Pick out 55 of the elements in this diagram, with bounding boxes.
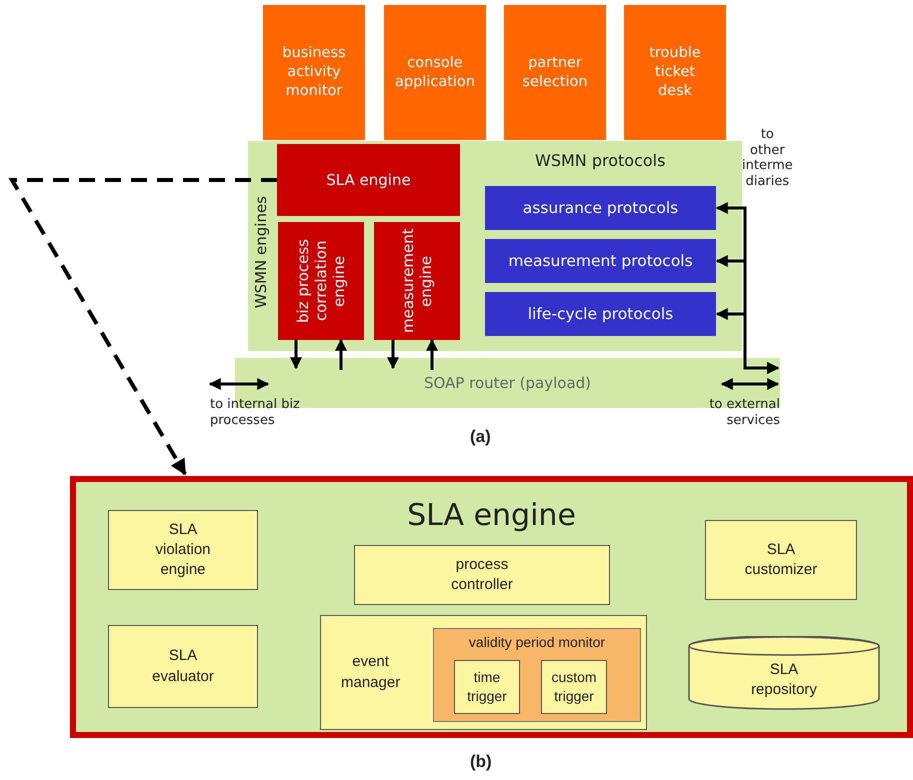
panel-caption: (b) xyxy=(470,752,492,772)
database-cylinder xyxy=(688,636,880,710)
component-box xyxy=(320,615,647,730)
component-box xyxy=(354,545,610,605)
application-box xyxy=(504,5,606,140)
box-label: SLA customizer xyxy=(744,540,818,580)
panel-title: SLA engine xyxy=(407,498,576,533)
component-panel xyxy=(248,141,742,351)
box-label: trouble ticket desk xyxy=(649,44,701,101)
engine-box xyxy=(278,222,364,340)
arrow xyxy=(426,338,438,370)
arrow xyxy=(335,338,347,370)
box-label: SLA evaluator xyxy=(152,646,214,686)
box-label: life-cycle protocols xyxy=(528,305,674,323)
note-text: to other interme diaries xyxy=(742,127,793,190)
side-title: WSMN engines xyxy=(252,196,270,308)
component-box xyxy=(705,520,857,600)
note-text: to internal biz processes xyxy=(210,397,300,428)
application-box xyxy=(384,5,486,140)
engine-box xyxy=(374,222,460,340)
arrow xyxy=(290,340,302,370)
monitor-box xyxy=(433,628,641,722)
engine-box xyxy=(277,144,460,216)
box-label: event manager xyxy=(341,652,400,692)
protocol-box xyxy=(485,292,716,336)
box-label: SLA engine xyxy=(326,171,411,189)
note-text: to external services xyxy=(708,397,780,428)
box-label: console application xyxy=(395,54,475,92)
trigger-box xyxy=(541,660,607,714)
box-label: SOAP router (payload) xyxy=(424,374,592,392)
application-box xyxy=(624,5,726,140)
application-box xyxy=(263,5,365,140)
box-label: biz process correlation engine xyxy=(294,238,348,325)
box-label: process controller xyxy=(451,554,513,595)
arrow xyxy=(387,340,399,370)
box-label: validity period monitor xyxy=(468,633,606,652)
box-label: measurement engine xyxy=(399,228,435,336)
box-label: SLA repository xyxy=(751,660,817,700)
protocol-box xyxy=(485,239,716,283)
box-label: SLA violation engine xyxy=(155,520,211,580)
panel-title: WSMN protocols xyxy=(535,151,666,170)
engine-panel xyxy=(70,476,913,738)
box-label: measurement protocols xyxy=(508,252,693,270)
box-label: time trigger xyxy=(467,668,507,706)
box-label: custom trigger xyxy=(551,668,597,706)
trigger-box xyxy=(454,660,520,714)
box-label: business activity monitor xyxy=(282,44,346,101)
box-label: partner selection xyxy=(522,54,588,92)
arrow xyxy=(716,308,780,374)
box-label: assurance protocols xyxy=(522,199,678,217)
dashed-arrow xyxy=(8,178,277,476)
protocol-box xyxy=(485,186,716,230)
component-box xyxy=(108,510,258,590)
panel-caption: (a) xyxy=(470,427,491,448)
component-box xyxy=(108,625,258,708)
